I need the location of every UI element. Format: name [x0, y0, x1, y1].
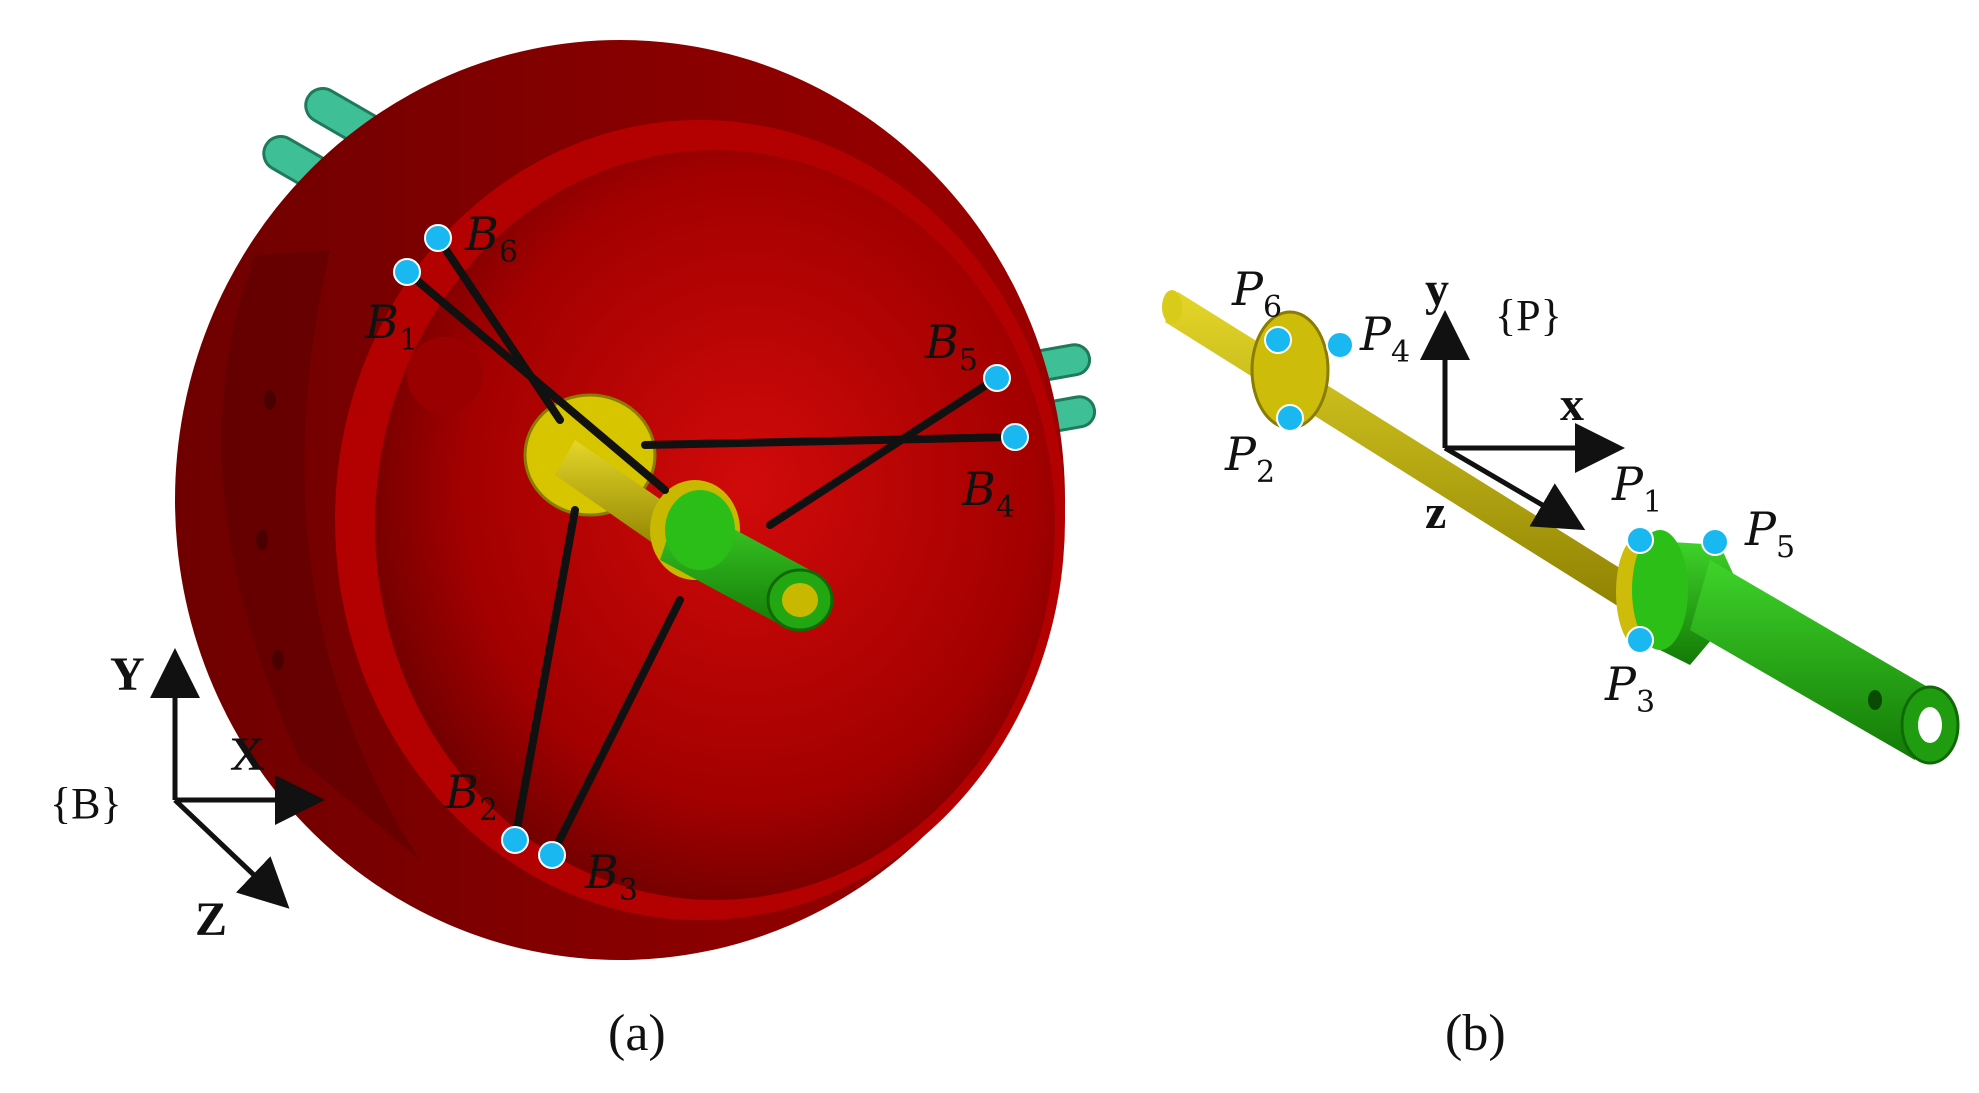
frame-b-z-label: Z [195, 893, 227, 946]
label-b6: B6 [464, 207, 518, 270]
platform-point-labels: P1 P2 P3 P4 P5 P6 [1224, 262, 1795, 720]
label-p4: P4 [1359, 307, 1410, 370]
label-b5: B5 [924, 315, 978, 378]
frame-b-y-label: Y [110, 648, 145, 701]
base-attachment-points [393, 224, 1029, 869]
point-p2 [1276, 404, 1304, 432]
point-p6 [1264, 326, 1292, 354]
frame-b-x-label: X [230, 728, 265, 781]
point-p1 [1626, 526, 1654, 554]
label-p2: P2 [1224, 427, 1275, 490]
caption-b: (b) [1445, 1005, 1506, 1062]
panel-a: B1 B2 B3 B4 B5 B6 Y X Z {B} (a) [50, 40, 1097, 1062]
label-b1: B1 [364, 295, 418, 358]
label-p1: P1 [1611, 457, 1662, 520]
point-b6 [424, 224, 452, 252]
label-b4: B4 [961, 462, 1015, 525]
label-p6: P6 [1231, 262, 1282, 325]
label-b3: B3 [584, 845, 638, 908]
caption-a: (a) [608, 1005, 666, 1062]
rim-holes [256, 337, 483, 670]
point-b3 [538, 841, 566, 869]
frame-b-label: {B} [50, 779, 122, 828]
panel-b: P1 P2 P3 P4 P5 P6 y x z {P} (b) [1162, 262, 1960, 1062]
frame-p-label: {P} [1495, 291, 1562, 340]
frame-p-axes [1420, 310, 1625, 531]
green-end-effector [650, 480, 834, 632]
point-b2 [501, 826, 529, 854]
green-end-effector-b [1632, 530, 1960, 765]
frame-b-axes [150, 648, 325, 909]
point-p5 [1701, 528, 1729, 556]
frame-p-y-label: y [1425, 263, 1449, 316]
point-p3 [1626, 626, 1654, 654]
point-b4 [1001, 423, 1029, 451]
label-b2: B2 [444, 765, 498, 828]
platform-attachment-points [1264, 326, 1729, 654]
point-b5 [983, 364, 1011, 392]
frame-p-z-label: z [1425, 486, 1446, 539]
base-point-labels: B1 B2 B3 B4 B5 B6 [364, 207, 1015, 908]
label-p3: P3 [1604, 657, 1655, 720]
point-p4 [1326, 331, 1354, 359]
cables [403, 234, 1019, 859]
point-b1 [393, 258, 421, 286]
frame-p-x-label: x [1560, 378, 1584, 431]
label-p5: P5 [1744, 502, 1795, 565]
